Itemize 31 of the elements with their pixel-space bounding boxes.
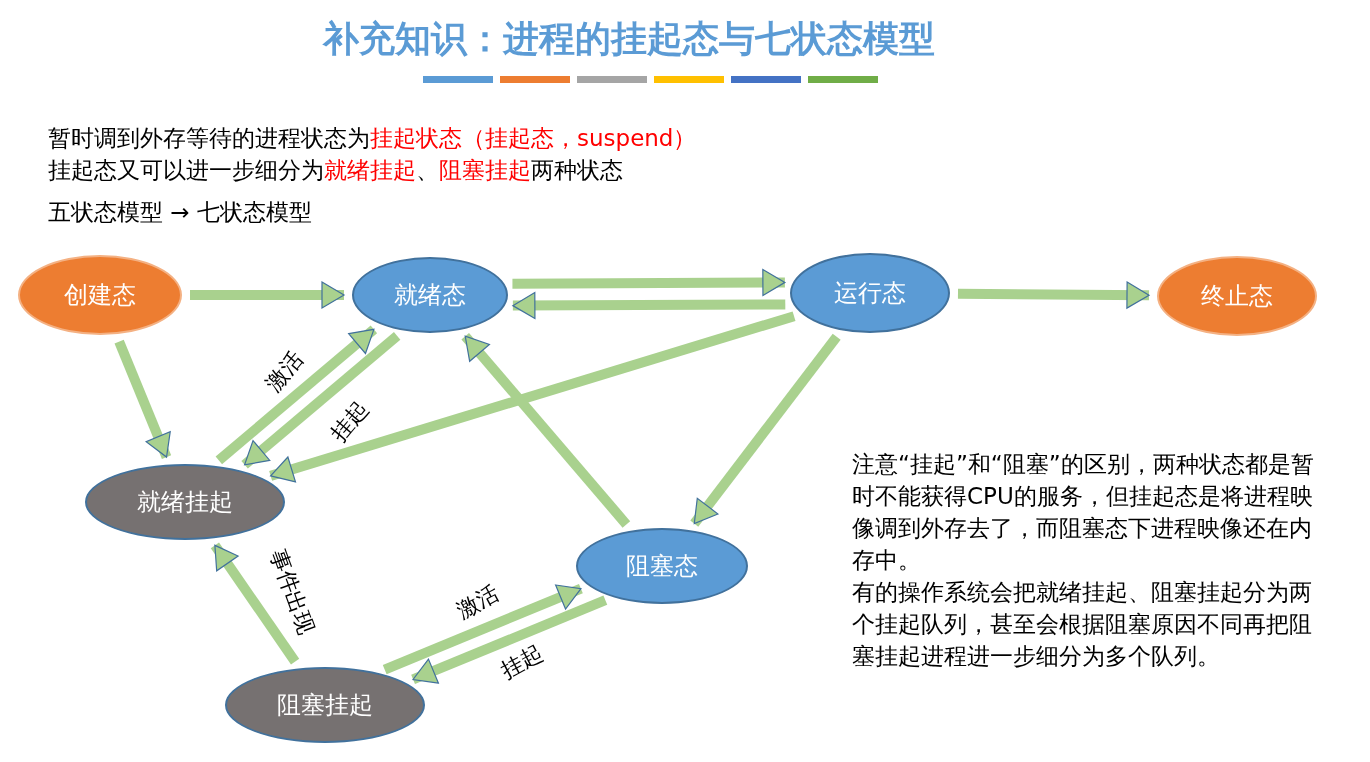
model-heading: 五状态模型 → 七状态模型	[48, 198, 313, 227]
block-arrow	[210, 542, 300, 665]
block-arrow	[114, 339, 172, 459]
block-arrow	[382, 584, 583, 675]
state-ellipse: 阻塞态	[576, 528, 748, 604]
note-paragraph: 有的操作系统会把就绪挂起、阻塞挂起分为两个挂起队列，甚至会根据阻塞原因不同再把阻塞挂起进程进一步细分为多个队列。	[852, 578, 1313, 671]
block-arrow	[461, 332, 631, 528]
block-arrow	[215, 325, 378, 465]
note-paragraph: 注意“挂起”和“阻塞”的区别，两种状态都是暂时不能获得CPU的服务，但挂起态是将进程映像调到外存去了，而阻塞态下进程映像还在内存中。	[852, 450, 1314, 575]
block-arrow	[512, 291, 786, 320]
edge-label: 挂起	[497, 641, 547, 683]
intro-text: 暂时调到外存等待的进程状态为挂起状态（挂起态，suspend）	[48, 124, 697, 153]
state-ellipse: 运行态	[790, 253, 950, 333]
block-arrow	[269, 311, 796, 483]
state-ellipse: 就绪挂起	[85, 464, 285, 540]
state-ellipse: 创建态	[18, 255, 182, 335]
state-ellipse: 终止态	[1157, 256, 1317, 336]
block-arrow	[957, 281, 1150, 309]
block-arrow	[190, 281, 345, 309]
state-ellipse: 阻塞挂起	[225, 667, 425, 743]
block-arrow	[241, 332, 401, 469]
block-arrow	[411, 595, 608, 685]
state-ellipse: 就绪态	[352, 257, 508, 333]
edge-label: 激活	[262, 348, 308, 396]
title: 补充知识：进程的挂起态与七状态模型	[321, 17, 936, 61]
block-arrow	[690, 333, 841, 527]
intro-text: 挂起态又可以进一步细分为就绪挂起、阻塞挂起两种状态	[48, 156, 624, 185]
edge-label: 事件出现	[266, 546, 318, 638]
edge-label: 挂起	[327, 398, 373, 446]
block-arrow	[512, 268, 786, 297]
edge-label: 激活	[453, 581, 503, 623]
